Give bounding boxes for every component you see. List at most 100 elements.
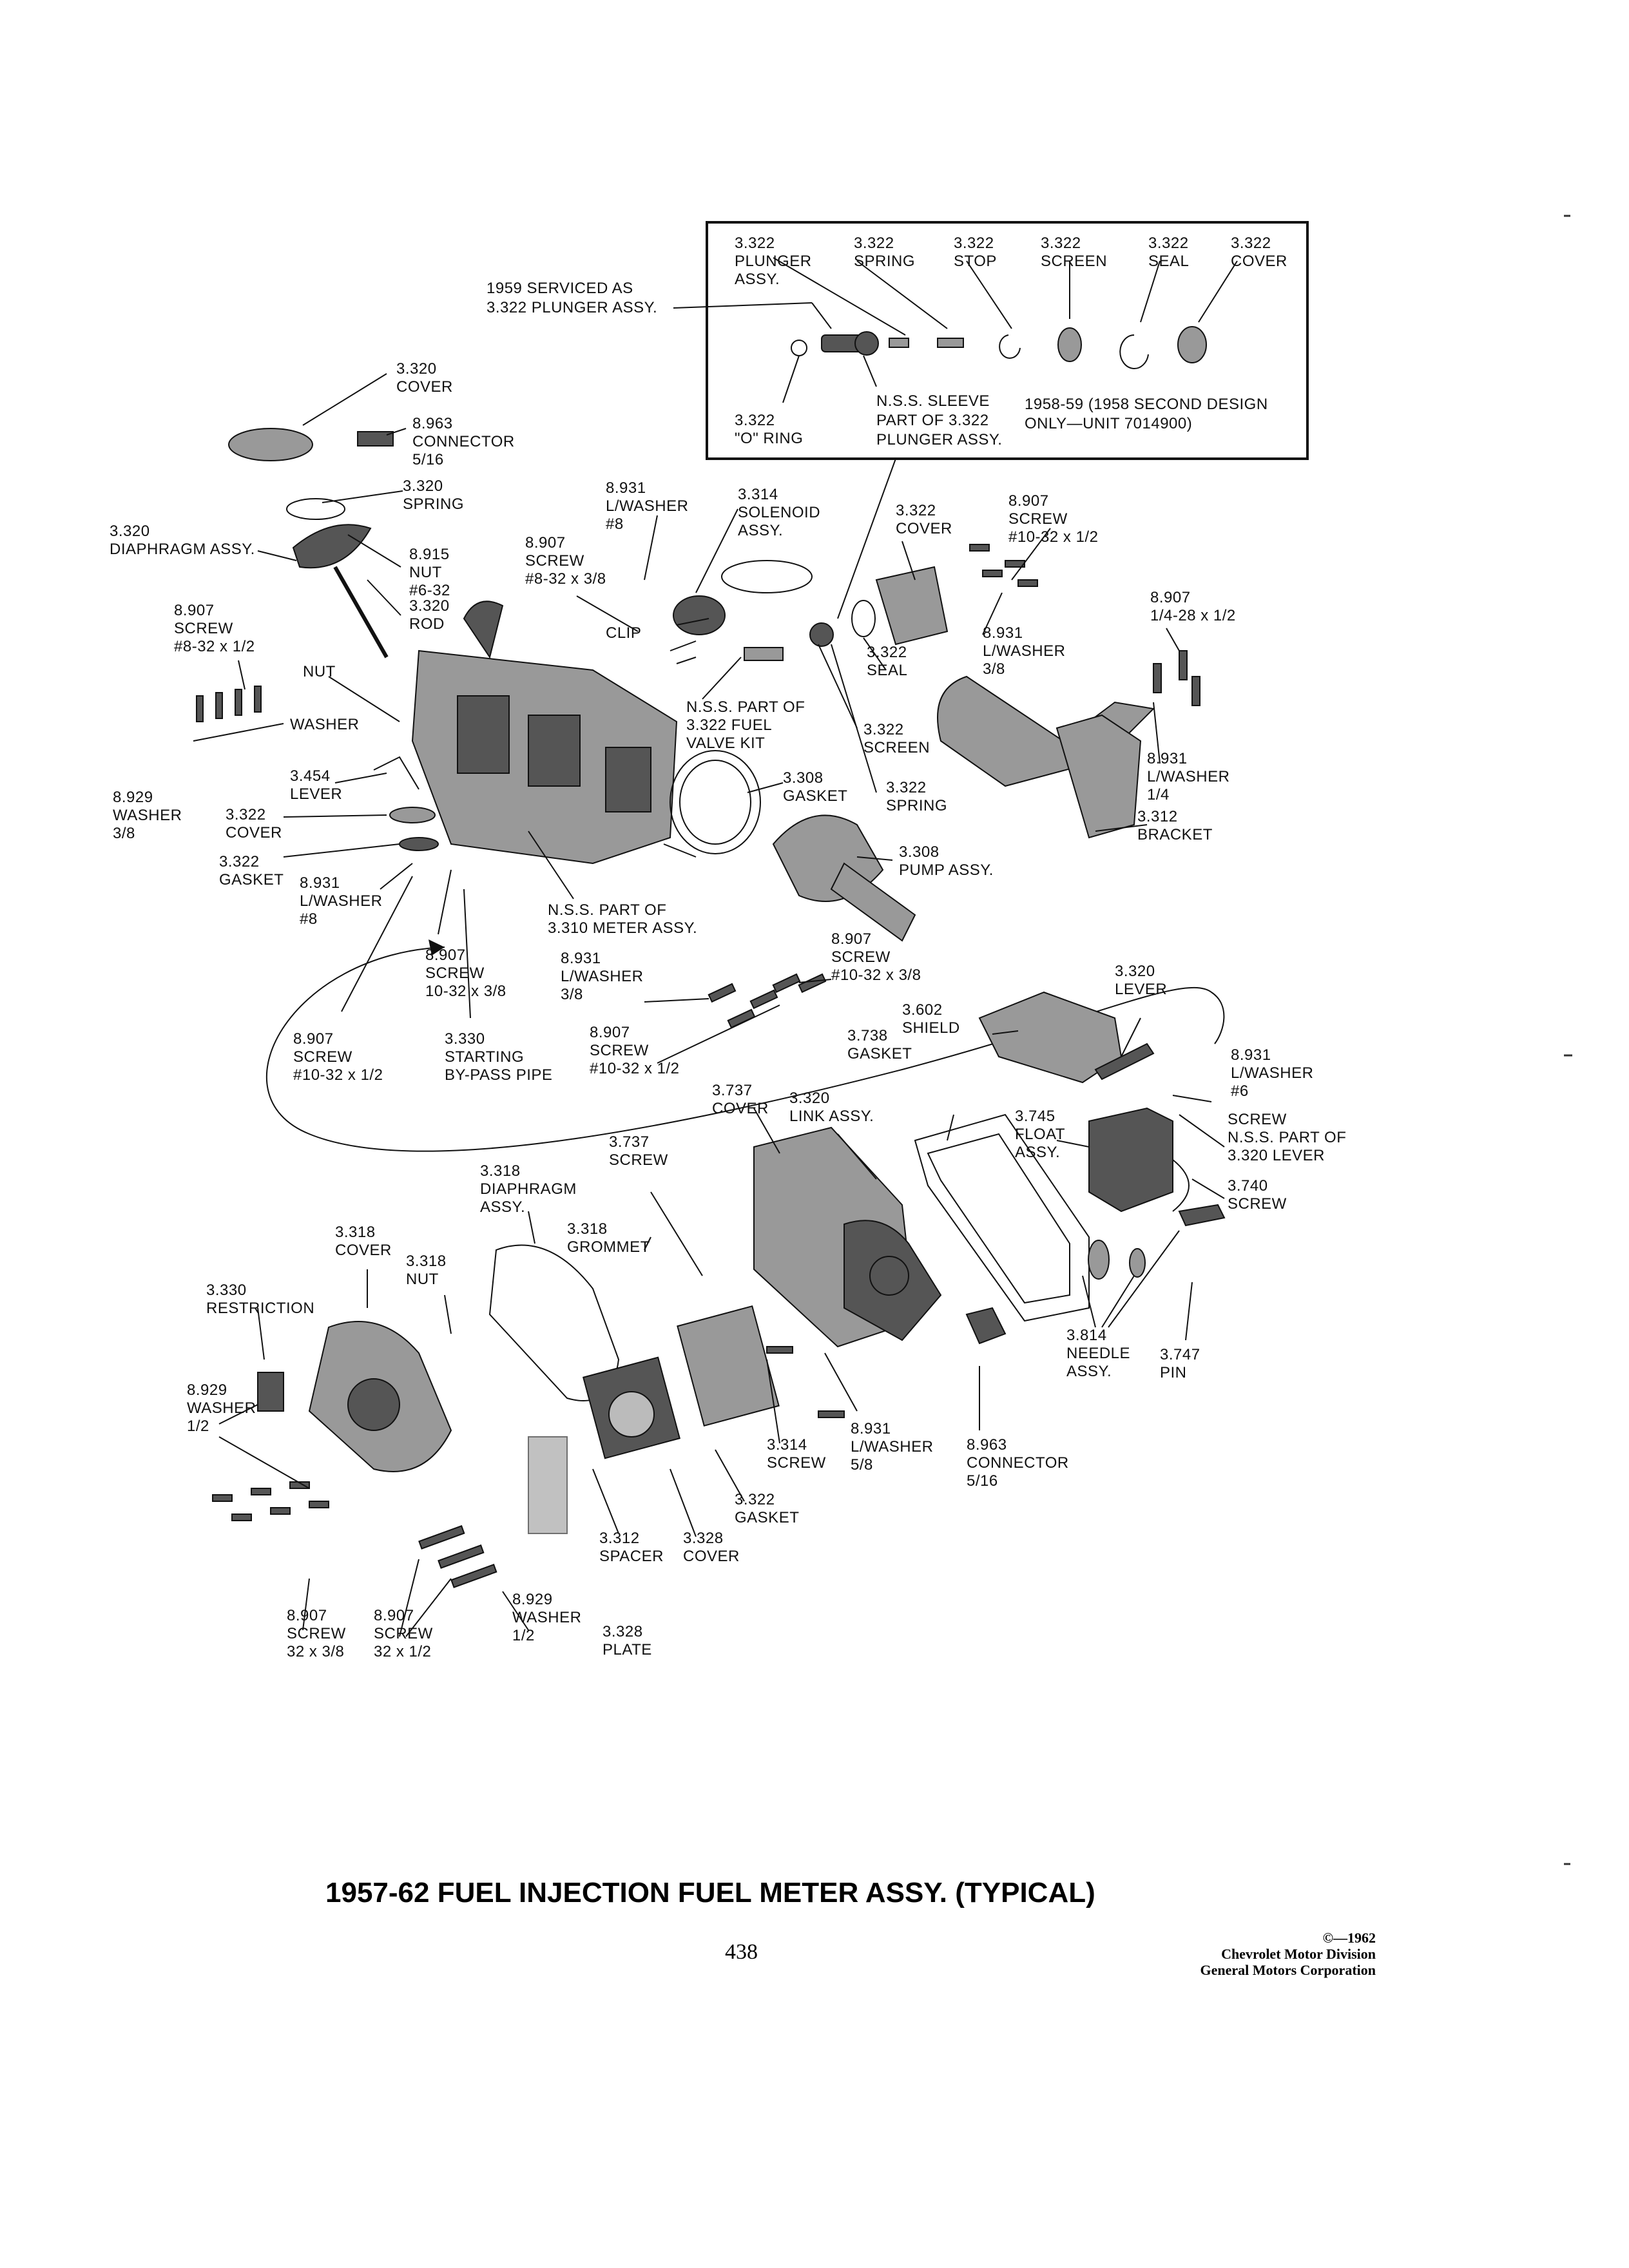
flow-arrowhead: [429, 939, 445, 956]
lower-left-parts: [257, 1244, 780, 1534]
flow-arrow: [265, 947, 1225, 1152]
leader-lines: [193, 373, 1225, 1637]
seal-part: [1119, 334, 1149, 369]
upper-left-parts: [196, 428, 439, 851]
callout-label: CLIP: [606, 624, 641, 642]
page-title: 1957-62 FUEL INJECTION FUEL METER ASSY. …: [325, 1877, 1095, 1908]
pump-parts: [670, 750, 916, 942]
o-ring-part: [791, 340, 807, 356]
bracket-parts: [937, 544, 1200, 839]
mid-screws: [708, 973, 827, 1029]
callout-label: WASHER: [290, 716, 359, 733]
stop-part: [889, 338, 909, 348]
callout-label: NUT: [303, 663, 336, 680]
inset-note-design: 1958-59 (1958 SECOND DESIGN ONLY—UNIT 70…: [1025, 396, 1273, 432]
plunger-head-part: [854, 331, 879, 356]
copyright-line-2: Chevrolet Motor Division: [1221, 1946, 1376, 1962]
solenoid-parts: [670, 560, 949, 664]
cover-3737: [753, 1126, 1007, 1348]
lever-part: [1094, 1043, 1155, 1081]
float-parts: [1088, 1107, 1226, 1280]
page-number: 438: [725, 1940, 758, 1964]
copyright-line-3: General Motors Corporation: [1200, 1962, 1376, 1978]
spring-part: [937, 338, 964, 348]
gasket-3738: [914, 1113, 1090, 1322]
lower-screws: [212, 1346, 845, 1588]
copyright-line-1: ©—1962: [1323, 1930, 1376, 1946]
callout-label: 3.322"O" RING: [735, 412, 803, 447]
stop-ring-part: [999, 334, 1021, 359]
inset-note-sleeve: N.S.S. SLEEVE PART OF 3.322 PLUNGER ASSY…: [876, 392, 1002, 448]
inset-box: [706, 221, 1309, 460]
